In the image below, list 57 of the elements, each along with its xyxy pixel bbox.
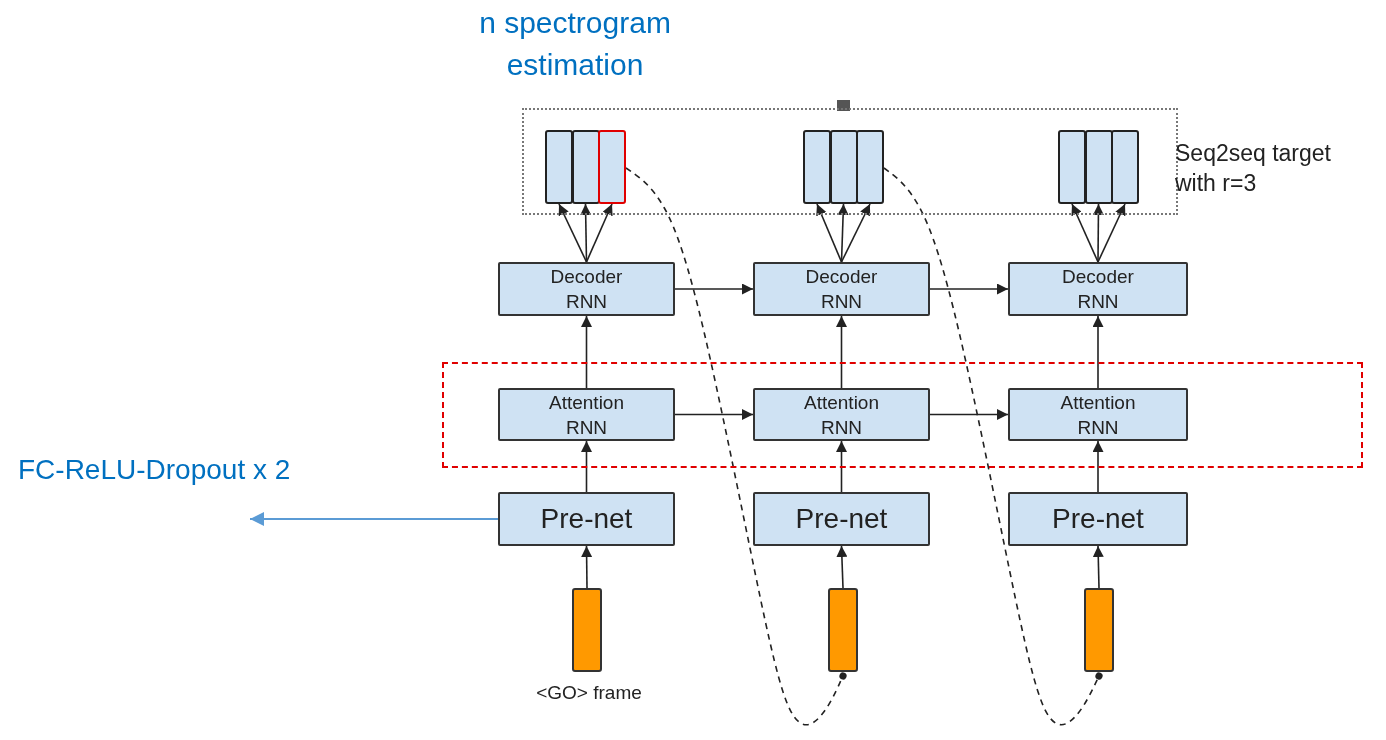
arrow — [674, 283, 754, 295]
arrow — [1092, 315, 1104, 389]
pre-net-box — [1008, 492, 1188, 546]
rnn-box — [753, 262, 930, 316]
rnn-box — [1008, 388, 1188, 441]
box-label: Attention RNN — [803, 391, 880, 440]
arrow — [929, 409, 1009, 420]
target-label: Seq2seq target with r=3 — [1175, 139, 1332, 198]
box-label: Decoder RNN — [1061, 265, 1135, 314]
box-label: Attention RNN — [548, 391, 625, 440]
spectrogram-frame — [545, 130, 573, 204]
arrow — [581, 545, 593, 589]
arrow — [836, 440, 847, 493]
arrow — [1097, 203, 1126, 263]
spectrogram-frame — [1058, 130, 1086, 204]
arrow — [1071, 203, 1099, 263]
section-title: n spectrogram estimation — [478, 5, 672, 83]
arrow — [674, 409, 754, 420]
box-label: Decoder RNN — [549, 265, 624, 314]
arrow — [837, 203, 849, 263]
pre-net-box — [498, 492, 675, 546]
spectrogram-frame — [1111, 130, 1139, 204]
frame-caption: <GO> frame — [535, 682, 643, 704]
box-label: Decoder RNN — [804, 265, 879, 314]
spectrogram-frame — [803, 130, 831, 204]
arrow — [581, 315, 592, 389]
spectrogram-frame — [598, 130, 626, 204]
input-frame-bar — [1084, 588, 1114, 672]
highlight-box — [442, 362, 1363, 468]
arrow — [816, 203, 843, 263]
box-label: Pre-net — [539, 502, 634, 536]
rnn-box — [498, 388, 675, 441]
rnn-box — [1008, 262, 1188, 316]
box-label: Attention RNN — [1059, 391, 1137, 440]
spectrogram-frame — [571, 130, 600, 204]
arrow — [558, 203, 588, 263]
box-label: Pre-net — [1051, 502, 1145, 536]
pre-net-box — [753, 492, 930, 546]
spectrogram-frame — [856, 130, 884, 204]
arrow — [929, 283, 1009, 295]
arrow — [840, 203, 871, 263]
rnn-box — [753, 388, 930, 441]
arrow — [580, 203, 592, 263]
spectrogram-frame — [1084, 130, 1113, 204]
rnn-box — [498, 262, 675, 316]
arrow — [1092, 203, 1104, 263]
box-label: Pre-net — [794, 502, 889, 536]
arrow — [585, 203, 613, 263]
spectrogram-frame — [829, 130, 858, 204]
input-frame-bar — [828, 588, 858, 672]
arrow — [249, 512, 499, 526]
layer-note: FC-ReLU-Dropout x 2 — [18, 453, 292, 487]
arrow — [1092, 440, 1104, 493]
arrow — [836, 315, 847, 389]
arrow — [836, 545, 848, 589]
arrow — [581, 440, 592, 493]
arrow — [1092, 545, 1104, 589]
